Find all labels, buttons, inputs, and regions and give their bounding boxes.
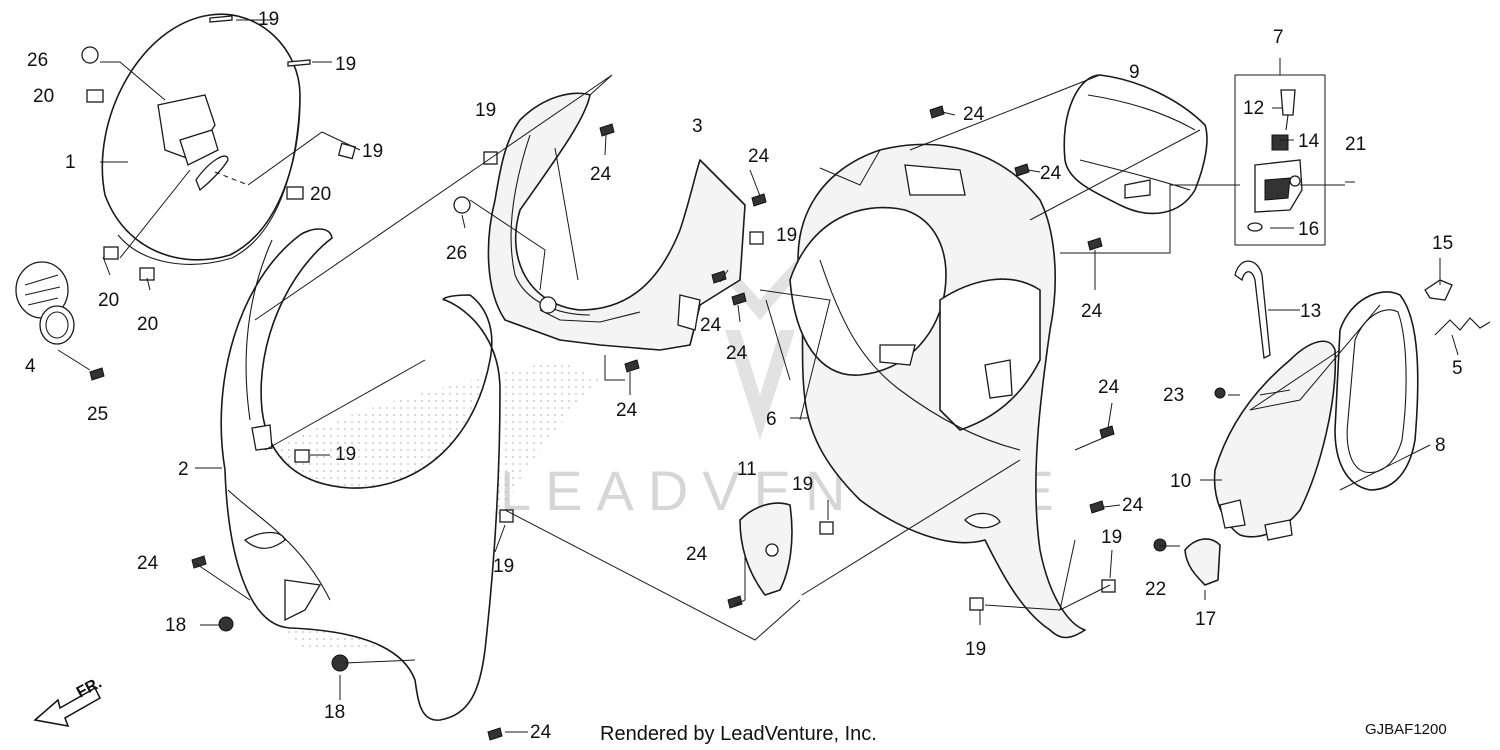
footer-credit: Rendered by LeadVenture, Inc. [600,723,877,745]
part-9-upper-lid[interactable] [1063,74,1208,215]
leader-lines [57,19,1459,733]
part-8-side-frame[interactable] [1334,291,1419,491]
callout-5: 5 [1452,358,1463,379]
callout-19: 19 [792,474,813,495]
callout-4: 4 [25,356,36,377]
callout-18: 18 [165,615,186,636]
callout-19: 19 [362,141,383,162]
callout-21: 21 [1345,134,1366,155]
callout-9: 9 [1129,62,1140,83]
callout-19: 19 [335,444,356,465]
callout-24: 24 [700,315,722,336]
diagram-code: GJBAF1200 [1365,721,1447,738]
callout-11: 11 [737,459,757,480]
callout-24: 24 [590,164,612,185]
callout-2: 2 [178,459,189,480]
callout-24: 24 [137,553,159,574]
part-2-front-cover[interactable] [220,228,501,721]
callout-26: 26 [446,243,467,264]
callout-23: 23 [1163,385,1184,406]
callout-8: 8 [1435,435,1446,456]
callout-19: 19 [965,639,986,660]
callout-24: 24 [686,544,708,565]
callout-19: 19 [475,100,496,121]
callout-24: 24 [530,722,552,743]
callout-24: 24 [726,343,748,364]
part-17-clip[interactable] [1184,538,1221,586]
callout-24: 24 [1040,163,1062,184]
callout-3: 3 [692,116,703,137]
part-5-spring[interactable] [1434,317,1491,336]
part-6-inner-box[interactable] [789,143,1086,639]
callout-19: 19 [258,9,279,30]
callout-20: 20 [33,86,54,107]
callout-24: 24 [1081,301,1103,322]
callout-6: 6 [766,409,777,430]
part-11-bracket[interactable] [739,502,793,596]
part-7-lock-assembly[interactable] [1234,74,1326,246]
callout-25: 25 [87,404,108,425]
callout-24: 24 [1122,495,1144,516]
front-direction-indicator: FR. [33,674,105,727]
callout-14: 14 [1298,131,1320,152]
callout-7: 7 [1273,27,1284,48]
part-13-rod[interactable] [1234,260,1271,359]
callout-16: 16 [1298,219,1319,240]
callout-12: 12 [1243,98,1264,119]
callout-15: 15 [1432,233,1453,254]
callout-13: 13 [1300,301,1321,322]
callouts: 19 19 26 20 19 1 20 20 20 4 25 2 19 24 1… [25,9,1463,743]
callout-19: 19 [493,556,514,577]
callout-10: 10 [1170,471,1191,492]
callout-1: 1 [65,152,76,173]
callout-22: 22 [1145,579,1166,600]
callout-17: 17 [1195,609,1216,630]
callout-24: 24 [748,146,770,167]
callout-18: 18 [324,702,345,723]
callout-20: 20 [310,184,331,205]
callout-19: 19 [335,54,356,75]
part-1-inner-cover[interactable] [101,13,301,265]
callout-24: 24 [963,104,985,125]
callout-24: 24 [616,400,638,421]
part-10-side-panel[interactable] [1213,340,1337,541]
callout-19: 19 [776,225,797,246]
callout-20: 20 [98,290,119,311]
callout-24: 24 [1098,377,1120,398]
callout-20: 20 [137,314,158,335]
part-15-latch[interactable] [1424,279,1453,301]
callout-19: 19 [1101,527,1122,548]
part-3-inner-bracket[interactable] [487,92,746,351]
callout-26: 26 [27,50,48,71]
part-4-cap-assembly[interactable] [15,261,75,345]
